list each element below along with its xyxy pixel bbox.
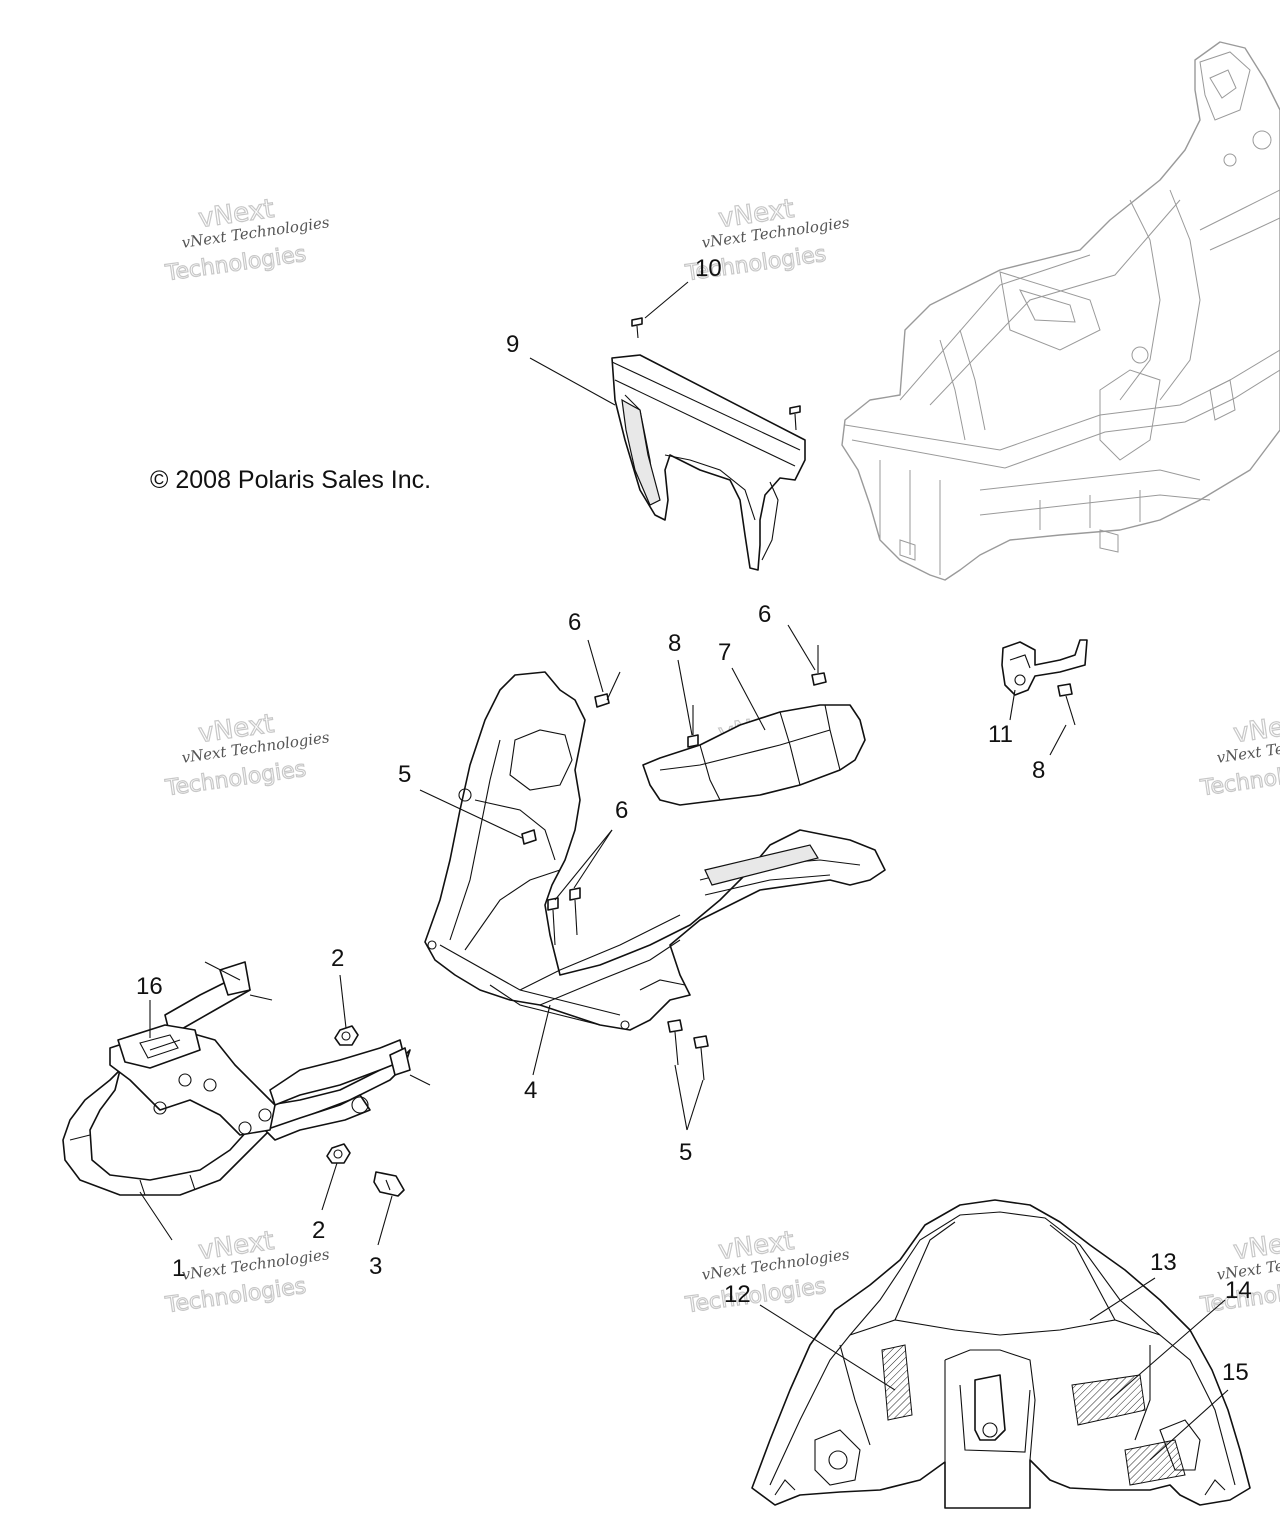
callout-6-panel: 6	[758, 601, 771, 628]
part-10-screw-left	[631, 317, 643, 339]
leader-2b	[321, 1162, 338, 1211]
part-8-bolt-left	[687, 705, 699, 748]
callout-15: 15	[1222, 1359, 1249, 1386]
watermark-4: vNext vNext Technologies Technologies	[163, 708, 331, 802]
callout-16: 16	[136, 973, 163, 1000]
callout-13: 13	[1150, 1249, 1177, 1276]
front-view-assembly	[751, 1199, 1251, 1509]
callouts: 10 9 6 6 6 8 7 11 8 5 4 5 16 2 2 3 1 12 …	[136, 255, 1252, 1386]
part-2-nut-lower	[326, 1143, 351, 1164]
callout-9: 9	[506, 331, 519, 358]
callout-1: 1	[172, 1255, 185, 1282]
leader-1	[139, 1191, 173, 1241]
part-3-bolt	[373, 1171, 405, 1197]
callout-6-upper: 6	[568, 609, 581, 636]
callout-12: 12	[724, 1281, 751, 1308]
callout-4: 4	[524, 1077, 537, 1104]
leader-11	[1009, 689, 1016, 721]
leader-6a	[587, 639, 604, 693]
callout-2-lower: 2	[312, 1217, 325, 1244]
leader-6c-1	[554, 829, 613, 901]
part-10-screw-right	[789, 405, 801, 431]
leader-14	[1109, 1299, 1226, 1401]
callout-8-left: 8	[668, 630, 681, 657]
leader-2a	[339, 974, 347, 1029]
callout-8-right: 8	[1032, 757, 1045, 784]
chassis-frame	[841, 41, 1280, 581]
part-9-upper-panel	[611, 354, 806, 571]
leader-13	[1089, 1277, 1156, 1321]
callout-2-upper: 2	[331, 945, 344, 972]
watermark-1: vNext vNext Technologies Technologies	[163, 193, 331, 287]
part-11-bracket	[1001, 639, 1088, 696]
part-7-side-panel	[642, 704, 866, 806]
callout-3: 3	[369, 1253, 382, 1280]
part-6-pushpin-panel	[811, 645, 827, 686]
leader-6c-2	[573, 829, 613, 889]
callout-5-upper: 5	[398, 761, 411, 788]
part-6-pushpin-pair	[547, 887, 581, 946]
leader-12	[759, 1304, 896, 1391]
part-1-front-bumper	[62, 961, 431, 1196]
callout-11: 11	[988, 721, 1013, 748]
leader-5a	[419, 789, 523, 839]
leader-4	[532, 1004, 551, 1076]
watermark-6: vNext vNext Technologies Technologies	[1198, 708, 1280, 802]
part-2-nut-upper	[334, 1025, 359, 1046]
leader-8a	[677, 659, 693, 736]
leader-7	[731, 667, 766, 731]
watermark-8: vNext vNext Technologies Technologies	[683, 1225, 851, 1319]
leader-3	[377, 1195, 393, 1246]
callout-14: 14	[1225, 1277, 1252, 1304]
copyright-notice: © 2008 Polaris Sales Inc.	[150, 466, 431, 494]
leader-15	[1149, 1389, 1229, 1461]
callout-6-pair: 6	[615, 797, 628, 824]
callout-10: 10	[695, 255, 722, 282]
part-4-front-shell	[424, 671, 886, 1031]
part-5-screw-pair	[667, 1019, 709, 1081]
leader-10	[644, 281, 689, 319]
part-8-bolt-right	[1057, 683, 1076, 726]
leader-5b-2	[686, 1079, 704, 1131]
leader-lines	[139, 281, 1229, 1461]
part-6-pushpin-upper	[594, 671, 621, 708]
callout-7: 7	[718, 639, 731, 666]
callout-5-lower: 5	[679, 1139, 692, 1166]
part-5-screw-upper	[521, 829, 537, 845]
leader-5b-1	[674, 1064, 688, 1131]
leader-9	[529, 357, 616, 406]
leader-6b	[787, 624, 816, 671]
leader-8b	[1049, 724, 1067, 756]
